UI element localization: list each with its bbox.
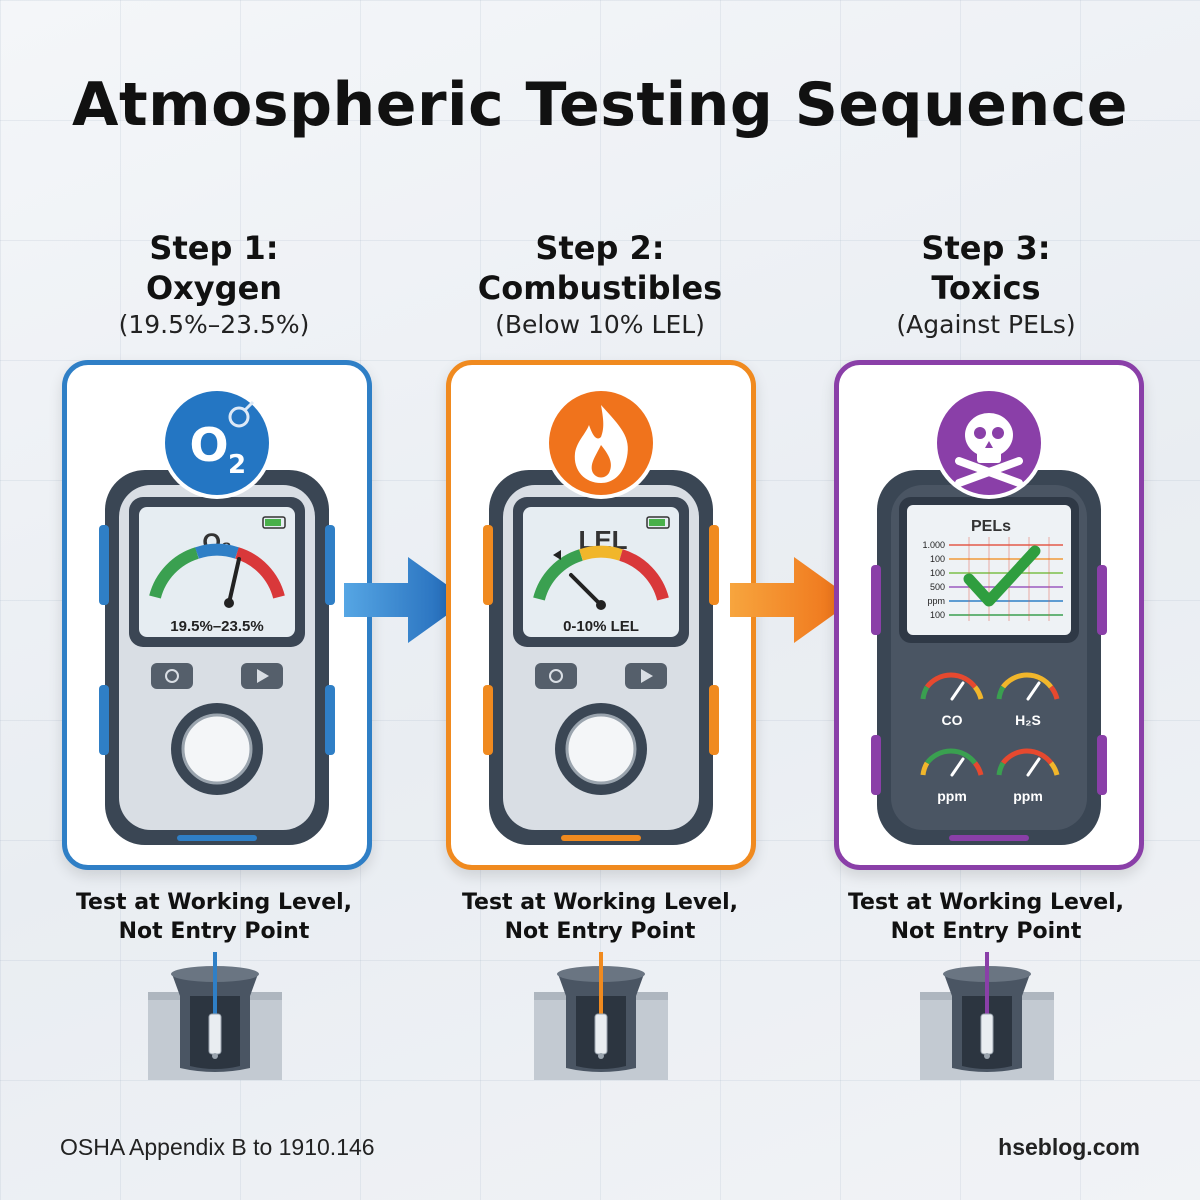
step-2-card: LEL 0-10% LEL [446,360,756,870]
main-dial-button[interactable] [171,703,263,795]
page-title: Atmospheric Testing Sequence [72,70,1128,140]
step-2-name: Combustibles [477,269,723,307]
step-2-caption-line2: Not Entry Point [504,919,696,944]
skull-crossbones-icon [933,387,1045,499]
pel-axis-label: 100 [930,568,945,578]
svg-text:O: O [189,418,228,472]
step-2-probe-manhole-icon [534,952,668,1080]
step-1-caption-line2: Not Entry Point [118,919,310,944]
power-button[interactable] [151,663,193,689]
main-dial-button[interactable] [555,703,647,795]
svg-text:2: 2 [228,450,246,480]
gauge-ppm-1-label: ppm [937,788,967,804]
step-1-name: Oxygen [145,269,283,307]
step-1-screen-value: 19.5%–23.5% [170,618,263,635]
lel-gauge [533,545,669,610]
step-3-name: Toxics [931,269,1041,307]
step-1-header: Step 1: Oxygen (19.5%–23.5%) [34,228,394,342]
gauge-co-label: CO [942,712,963,728]
o2-icon: O 2 [161,387,273,499]
checkmark-icon [963,545,1041,607]
power-button[interactable] [535,663,577,689]
gauge-ppm-1 [920,748,984,777]
step-3-header: Step 3: Toxics (Against PELs) [806,228,1166,342]
step-2-header: Step 2: Combustibles (Below 10% LEL) [420,228,780,342]
step-2-screen-value: 0-10% LEL [563,618,639,635]
step-3-caption-line1: Test at Working Level, [847,890,1125,915]
gauge-h2s-label: H₂S [1015,712,1041,728]
gauge-h2s [996,672,1060,701]
step-2-label: Step 2: [535,229,665,267]
step-2-caption: Test at Working Level, Not Entry Point [420,888,780,946]
play-button[interactable] [241,663,283,689]
arrow-step-1-to-2 [344,557,468,643]
pel-axis-label: 100 [930,610,945,620]
play-button[interactable] [625,663,667,689]
footer-site: hseblog.com [998,1134,1140,1160]
step-1-label: Step 1: [149,229,279,267]
step-1-probe-manhole-icon [148,952,282,1080]
step-3-range: (Against PELs) [896,310,1076,339]
o2-gauge [149,543,285,608]
arrow-step-2-to-3 [730,557,854,643]
step-3-caption: Test at Working Level, Not Entry Point [806,888,1166,946]
step-1-card: O₂ 19.5%–23.5% O 2 [62,360,372,870]
step-1-caption-line1: Test at Working Level, [75,890,353,915]
step-3-label: Step 3: [921,229,1051,267]
footer-source: OSHA Appendix B to 1910.146 [60,1134,375,1160]
pel-axis-label: 500 [930,582,945,592]
step-2-caption-line1: Test at Working Level, [461,890,739,915]
step-3-caption-line2: Not Entry Point [890,919,1082,944]
pel-axis-label: ppm [927,596,945,606]
gauge-ppm-2-label: ppm [1013,788,1043,804]
pel-axis-label: 100 [930,554,945,564]
gauge-co [920,672,984,701]
step-3-card: PELs 1.000 100 100 500 ppm 100 [834,360,1144,870]
pel-axis-label: 1.000 [922,540,945,550]
step-2-range: (Below 10% LEL) [495,310,705,339]
step-1-range: (19.5%–23.5%) [118,310,310,339]
flame-icon [545,387,657,499]
step-3-probe-manhole-icon [920,952,1054,1080]
gauge-ppm-2 [996,748,1060,777]
step-1-caption: Test at Working Level, Not Entry Point [34,888,394,946]
step-3-screen-title: PELs [971,518,1011,535]
